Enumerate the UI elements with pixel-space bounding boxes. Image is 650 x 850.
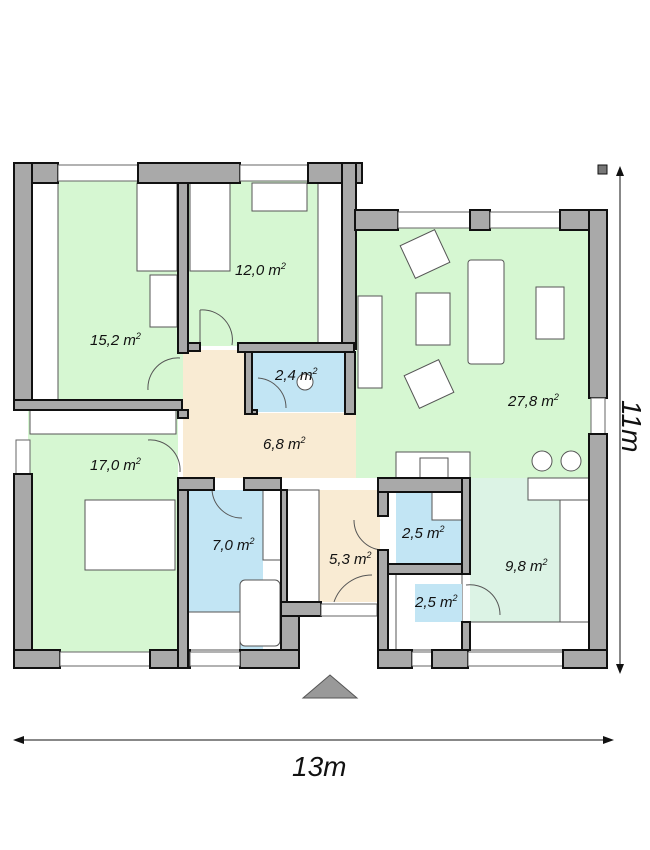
room-area-bedroom-2: 12,0 m2: [235, 261, 286, 279]
room-area-wc: 2,4 m2: [274, 366, 318, 384]
dimension-lines: 11m 13m: [13, 164, 647, 782]
room-labels: 15,2 m2 12,0 m2 2,4 m2 6,8 m2 27,8 m2 17…: [90, 261, 559, 611]
walls: [13, 162, 608, 669]
armchair-2: [403, 358, 455, 410]
double-bed: [84, 499, 176, 571]
room-fills: [28, 180, 595, 652]
bar-counter: [527, 477, 591, 501]
dining-table: [535, 286, 565, 340]
toilet: [296, 373, 314, 391]
wardrobe-2: [317, 181, 345, 345]
cooktop: [419, 457, 449, 479]
door-swing-bedroom-1[interactable]: [147, 357, 181, 391]
door-swing-entry[interactable]: [333, 574, 373, 603]
kitchen-counter-bottom: [469, 621, 591, 651]
room-area-hall: 6,8 m2: [263, 435, 306, 453]
arrow-right-icon: [603, 736, 614, 744]
room-area-bathroom: 7,0 m2: [212, 536, 255, 554]
wardrobe-1: [29, 181, 59, 401]
door-swing-bedroom-2[interactable]: [199, 309, 233, 346]
washing-machine: [431, 491, 463, 521]
kitchen-counter-side: [559, 499, 591, 623]
door-swing-bathroom[interactable]: [211, 489, 243, 519]
entry-wardrobe: [286, 489, 320, 603]
bathroom-sink-counter: [262, 489, 282, 561]
bathtub: [239, 579, 281, 647]
armchair-1: [399, 228, 451, 280]
bar-stool-1: [531, 450, 553, 472]
tv-unit: [357, 295, 383, 389]
arrow-left-icon: [13, 736, 24, 744]
furniture: [84, 182, 582, 616]
desk-2: [251, 182, 308, 212]
north-marker: [597, 164, 608, 175]
height-dimension-label: 11m: [616, 400, 647, 452]
door-swing-pantry[interactable]: [465, 584, 501, 616]
arrow-up-icon: [616, 166, 624, 176]
room-area-entry: 5,3 m2: [329, 550, 372, 568]
desk-1: [149, 274, 178, 328]
hall-floor: [183, 350, 356, 478]
bathroom-bottom: [187, 611, 241, 651]
bed-2: [189, 182, 231, 272]
entrance-arrow-icon: [301, 674, 359, 699]
room-area-utility: 2,5 m2: [401, 524, 445, 542]
door-swing-bedroom-3[interactable]: [147, 439, 181, 473]
room-area-bedroom-3: 17,0 m2: [90, 456, 141, 474]
door-swing-wc[interactable]: [257, 377, 287, 409]
pantry-floor: [415, 584, 462, 622]
sofa: [467, 259, 505, 365]
coffee-table: [415, 292, 451, 346]
bar-stool-2: [560, 450, 582, 472]
wardrobe-3: [29, 409, 177, 435]
bed-1: [136, 182, 178, 272]
width-dimension-label: 13m: [292, 751, 346, 782]
arrow-down-icon: [616, 664, 624, 674]
room-area-kitchen: 9,8 m2: [505, 557, 548, 575]
room-area-living-room: 27,8 m2: [507, 392, 559, 410]
room-area-pantry: 2,5 m2: [414, 593, 458, 611]
room-area-bedroom-1: 15,2 m2: [90, 331, 141, 349]
